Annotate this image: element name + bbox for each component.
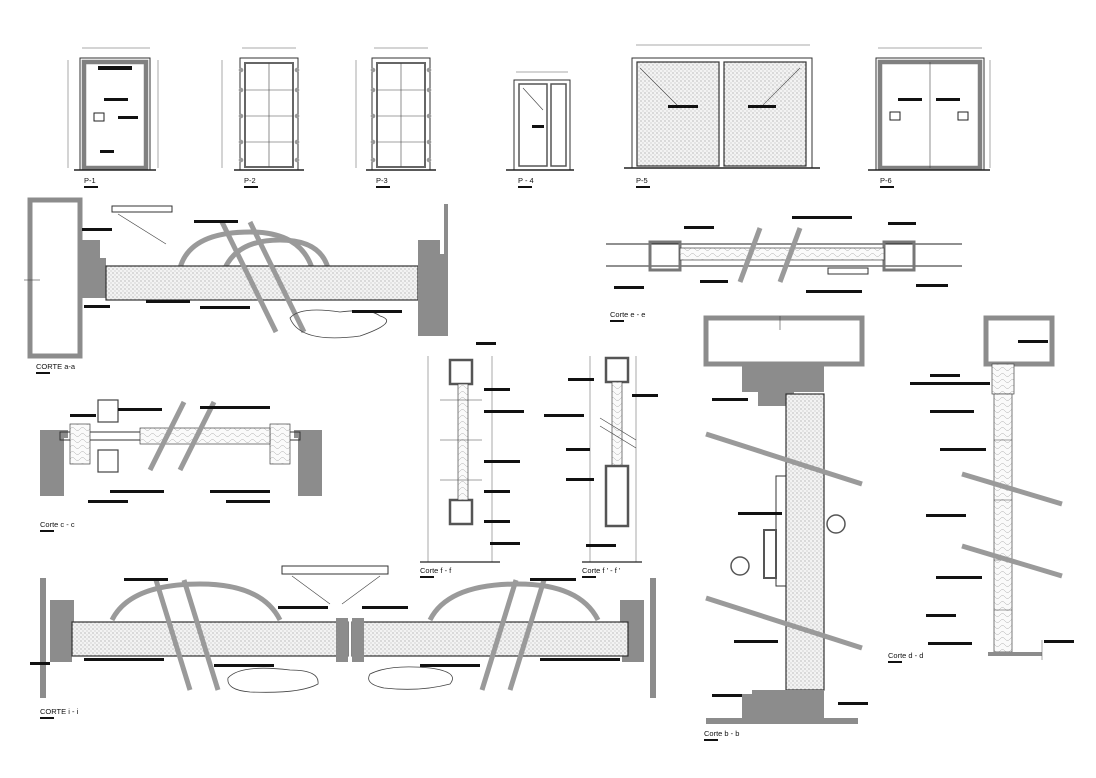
section-title: Corte c - c	[40, 520, 75, 529]
elevation-p5: P-5	[624, 44, 820, 188]
elevation-p3: P-3	[355, 47, 436, 188]
elevation-tag: P - 4	[518, 176, 534, 185]
section-title: Corte f - f	[420, 566, 452, 575]
section-bb: Corte b - b	[703, 315, 868, 741]
section-title: Corte f ' - f '	[582, 566, 621, 575]
section-aa: CORTE a-a	[24, 197, 448, 374]
elevation-tag: P-5	[636, 176, 648, 185]
section-title: Corte d - d	[888, 651, 923, 660]
section-title: Corte e - e	[610, 310, 645, 319]
elevation-tag: P-1	[84, 176, 96, 185]
section-dd: Corte d - d	[888, 315, 1074, 663]
elevation-tag: P-6	[880, 176, 892, 185]
elevation-tag: P-3	[376, 176, 388, 185]
section-title: CORTE i - i	[40, 707, 79, 716]
section-cc: Corte c - c	[40, 399, 322, 532]
elevation-p1: P-1	[67, 47, 159, 188]
section-ff: Corte f - f	[420, 342, 524, 578]
elevation-p2: P-2	[221, 47, 304, 188]
section-title: CORTE a-a	[36, 362, 76, 371]
elevation-tag: P-2	[244, 176, 256, 185]
elevation-p6: P-6	[868, 47, 991, 188]
section-ff-prime: Corte f ' - f '	[544, 356, 658, 578]
section-ii: CORTE i - i	[30, 565, 656, 719]
section-ee: Corte e - e	[606, 216, 962, 322]
elevation-p4: P - 4	[506, 71, 574, 188]
section-title: Corte b - b	[704, 729, 739, 738]
